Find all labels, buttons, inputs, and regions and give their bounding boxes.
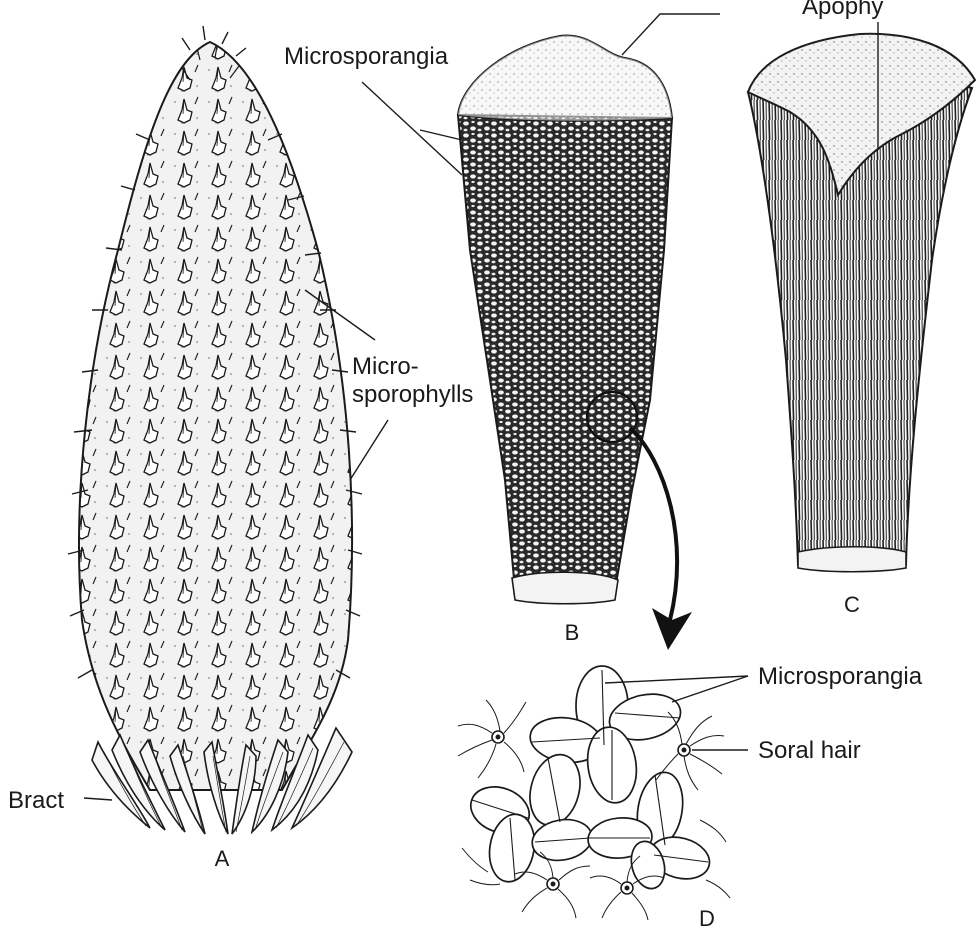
leader-apophysis-b	[622, 14, 720, 55]
leader-microsporangia-top-1	[362, 82, 462, 175]
sporophyll-b-base	[512, 572, 618, 604]
male-cone	[68, 26, 362, 834]
microsporophyll-adaxial	[748, 34, 975, 572]
sori-detail	[458, 666, 730, 920]
label-microsporophylls-line2: sporophylls	[352, 381, 473, 408]
leader-microsporangia-bottom-1	[605, 676, 748, 683]
label-microsporangia-top: Microsporangia	[284, 43, 449, 70]
sporophyll-c-base	[798, 547, 906, 572]
cone-body	[79, 42, 352, 790]
panel-label-a: A	[215, 846, 230, 871]
label-apophysis-partial: Apophy	[802, 0, 883, 20]
label-microsporangia-bottom: Microsporangia	[758, 663, 923, 690]
leader-bract	[84, 798, 112, 800]
panel-label-d: D	[699, 906, 715, 929]
leader-microsporangia-top-2	[420, 130, 462, 140]
apophysis-b-fill	[458, 36, 672, 121]
label-soral-hair: Soral hair	[758, 737, 861, 764]
sporophyll-b-body	[458, 115, 672, 590]
leader-microsporophylls-lower	[350, 420, 388, 480]
panel-label-b: B	[565, 620, 580, 645]
leader-microsporangia-bottom-2	[672, 676, 748, 702]
label-microsporophylls-line1: Micro-	[352, 353, 419, 380]
label-bract: Bract	[8, 787, 64, 814]
microsporophyll-abaxial	[458, 36, 692, 650]
panel-label-c: C	[844, 592, 860, 617]
